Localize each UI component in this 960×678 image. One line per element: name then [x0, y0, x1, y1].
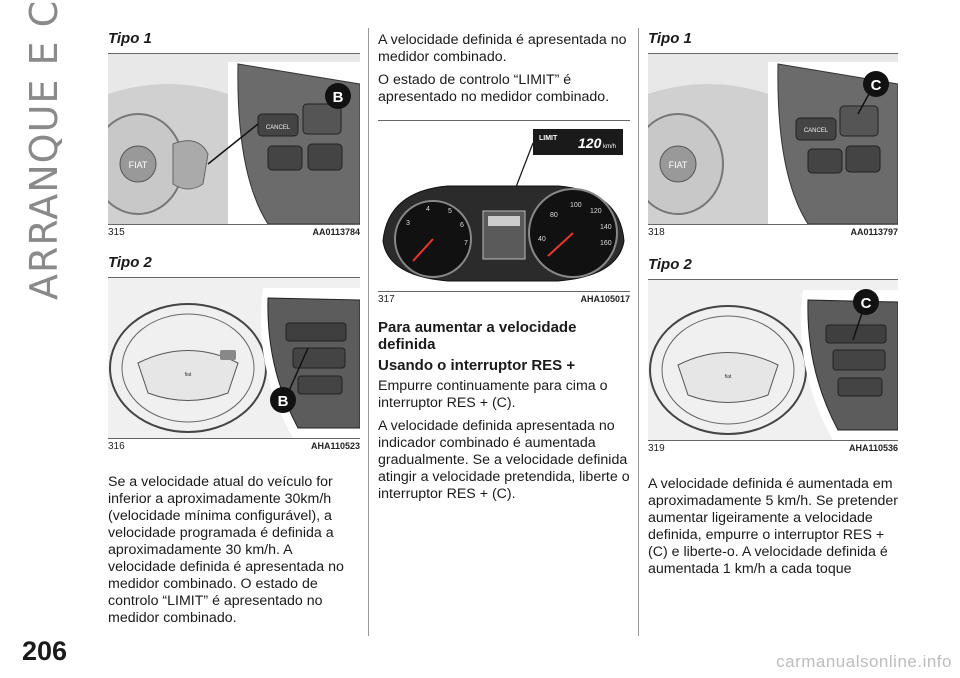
- figure-code: AHA105017: [580, 294, 630, 304]
- body-paragraph: A velocidade definida é aumentada em apr…: [648, 476, 898, 577]
- column-divider: [638, 28, 639, 636]
- steering-wheel-type2-illustration: fiat B: [108, 278, 360, 438]
- body-paragraph: Empurre continuamente para cima o interr…: [378, 378, 608, 411]
- body-paragraph: A velocidade definida apresentada no ind…: [378, 418, 630, 502]
- figure-319: fiat C: [648, 279, 898, 441]
- svg-text:fiat: fiat: [185, 372, 192, 378]
- figure-number: 319: [648, 443, 665, 454]
- figure-number: 315: [108, 227, 125, 238]
- watermark: carmanualsonline.info: [776, 652, 952, 671]
- figure-316: fiat B: [108, 277, 360, 439]
- figure-315-caption: 315 AA0113784: [108, 227, 360, 238]
- chapter-side-title: ARRANQUE E CONDUÇÃO: [22, 0, 66, 300]
- steering-wheel-type2-illustration: fiat C: [648, 280, 898, 440]
- svg-text:6: 6: [460, 222, 464, 229]
- svg-text:160: 160: [600, 240, 612, 247]
- callout-badge-b: [270, 387, 296, 413]
- figure-code: AA0113784: [312, 227, 360, 237]
- type1-heading: Tipo 1: [648, 30, 692, 47]
- column-1: Tipo 1 FIAT CANCEL B 315 AA0113784 Tipo …: [108, 26, 360, 633]
- page-number: 206: [22, 636, 68, 666]
- callout-badge-b: [325, 83, 351, 109]
- figure-319-caption: 319 AHA110536: [648, 443, 898, 454]
- section-heading: Para aumentar a velocidade definida: [378, 319, 577, 353]
- figure-number: 316: [108, 441, 125, 452]
- badge-label: B: [333, 89, 344, 106]
- column-2: A velocidade definida é apresentada no m…: [378, 32, 630, 509]
- svg-text:140: 140: [600, 224, 612, 231]
- callout-badge-c: [863, 71, 889, 97]
- figure-318-caption: 318 AA0113797: [648, 227, 898, 238]
- svg-text:CANCEL: CANCEL: [804, 128, 829, 134]
- steering-wheel-switch-illustration: FIAT CANCEL C: [648, 54, 898, 224]
- body-paragraph: Se a velocidade atual do veículo for inf…: [108, 474, 344, 626]
- svg-text:40: 40: [538, 236, 546, 243]
- figure-318: FIAT CANCEL C: [648, 53, 898, 225]
- instrument-cluster-illustration: LIMIT 120 km/h 3 4 5 6 7 40 80 100 120 1…: [378, 121, 630, 291]
- svg-text:80: 80: [550, 212, 558, 219]
- svg-text:FIAT: FIAT: [129, 160, 148, 170]
- badge-label: C: [861, 295, 872, 312]
- steering-wheel-switch-illustration: FIAT CANCEL B: [108, 54, 360, 224]
- svg-text:4: 4: [426, 206, 430, 213]
- svg-text:3: 3: [406, 220, 410, 227]
- type1-heading: Tipo 1: [108, 30, 152, 47]
- svg-text:120: 120: [590, 208, 602, 215]
- column-3: Tipo 1 FIAT CANCEL C 318 AA0113797 Tipo …: [648, 26, 898, 584]
- body-paragraph: O estado de controlo “LIMIT” é apresenta…: [378, 72, 610, 105]
- svg-text:5: 5: [448, 208, 452, 215]
- limit-label: LIMIT: [539, 135, 558, 142]
- subsection-heading: Usando o interruptor RES +: [378, 357, 576, 374]
- type2-heading: Tipo 2: [108, 254, 152, 271]
- type2-heading: Tipo 2: [648, 256, 692, 273]
- column-divider: [368, 28, 369, 636]
- limit-unit: km/h: [603, 144, 616, 150]
- figure-number: 317: [378, 294, 395, 305]
- figure-317: LIMIT 120 km/h 3 4 5 6 7 40 80 100 120 1…: [378, 120, 630, 292]
- body-paragraph: A velocidade definida é apresentada no m…: [378, 32, 627, 65]
- limit-speed: 120: [578, 135, 602, 151]
- svg-text:FIAT: FIAT: [669, 160, 688, 170]
- figure-number: 318: [648, 227, 665, 238]
- badge-label: B: [278, 393, 289, 410]
- svg-text:100: 100: [570, 202, 582, 209]
- figure-code: AHA110523: [310, 441, 360, 451]
- figure-316-caption: 316 AHA110523: [108, 441, 360, 452]
- callout-badge-c: [853, 289, 879, 315]
- svg-text:CANCEL: CANCEL: [266, 125, 291, 131]
- badge-label: C: [871, 77, 882, 94]
- figure-315: FIAT CANCEL B: [108, 53, 360, 225]
- svg-text:7: 7: [464, 240, 468, 247]
- figure-317-caption: 317 AHA105017: [378, 294, 630, 305]
- figure-code: AHA110536: [848, 443, 898, 453]
- svg-text:fiat: fiat: [725, 374, 732, 380]
- figure-code: AA0113797: [850, 227, 898, 237]
